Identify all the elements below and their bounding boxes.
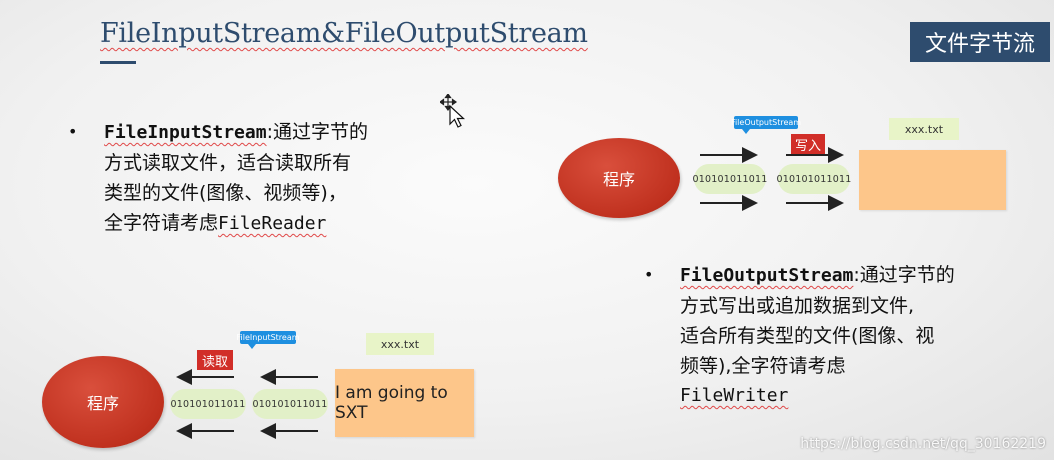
output-desc-line3: 适合所有类型的文件(图像、视	[680, 325, 935, 347]
write-file-label: xxx.txt	[889, 118, 959, 140]
input-desc-line2: 方式读取文件，适合读取所有	[104, 152, 352, 174]
input-stream-term: FileInputStream	[104, 122, 267, 143]
file-writer-term: FileWriter	[680, 385, 789, 406]
write-bits-1: 010101011011	[693, 164, 767, 194]
bullet: •	[644, 265, 654, 284]
topic-badge: 文件字节流	[910, 22, 1050, 62]
output-desc-line4: 频等),全字符请考虑	[680, 355, 846, 377]
read-file-label: xxx.txt	[366, 333, 434, 355]
output-desc-line2: 方式写出或追加数据到文件,	[680, 295, 915, 317]
write-action-tag: 写入	[791, 134, 825, 154]
slide-title: FileInputStream&FileOutputStream	[100, 18, 588, 49]
input-stream-description: • FileInputStream:通过字节的 方式读取文件，适合读取所有 类型…	[68, 117, 368, 239]
output-desc-line1: :通过字节的	[853, 264, 955, 286]
watermark-url: https://blog.csdn.net/qq_30162219	[800, 436, 1046, 452]
read-stream-callout: FileInputStream	[236, 331, 300, 349]
read-bits-2: 010101011011	[252, 389, 328, 419]
output-stream-term: FileOutputStream	[680, 265, 854, 286]
input-desc-line1: :通过字节的	[266, 121, 368, 143]
write-file-box	[859, 150, 1006, 210]
read-file-box: I am going to SXT	[335, 369, 474, 437]
write-arrows	[700, 147, 844, 211]
write-program-node: 程序	[558, 138, 680, 218]
bullet: •	[68, 122, 78, 141]
read-arrows	[176, 369, 318, 439]
title-underline-accent	[100, 61, 136, 64]
file-reader-term: FileReader	[218, 213, 327, 234]
move-cursor-icon	[440, 94, 466, 128]
read-program-node: 程序	[42, 356, 164, 448]
output-stream-description: • FileOutputStream:通过字节的 方式写出或追加数据到文件, 适…	[644, 260, 955, 411]
read-bits-1: 010101011011	[170, 389, 246, 419]
input-desc-line3: 类型的文件(图像、视频等)，	[104, 182, 347, 204]
write-bits-2: 010101011011	[777, 164, 851, 194]
input-desc-line4: 全字符请考虑	[104, 212, 219, 234]
write-stream-callout: FileOutputStream	[730, 116, 802, 134]
read-action-tag: 读取	[197, 350, 233, 370]
